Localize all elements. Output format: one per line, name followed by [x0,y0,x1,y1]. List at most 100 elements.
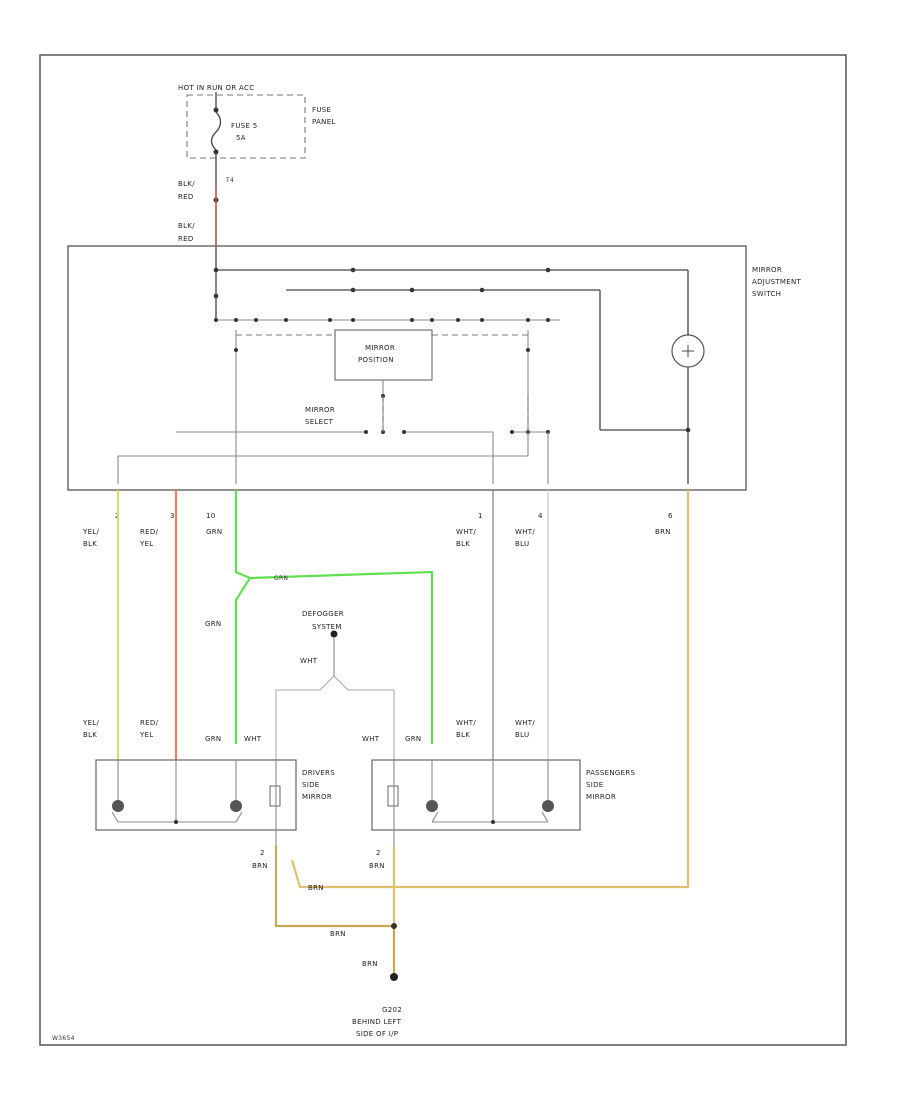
mirror-adjustment-switch: MIRROR ADJUSTMENT SWITCH [67,245,801,491]
supply-color-2a: BLK/ [178,222,195,230]
ground-splice-dot [391,923,397,929]
pm-box [371,759,581,831]
motor-icon [111,800,124,823]
pm-pin-wu2: BLU [515,731,529,739]
switch-label-2: ADJUSTMENT [752,278,801,286]
bus-dot-5 [350,287,356,293]
motor-icon [426,800,439,823]
mirror-position-box [334,329,433,381]
ground-location-1: BEHIND LEFT [352,1018,402,1026]
dm-gnd-wire: BRN [252,862,268,870]
motor-icon [541,800,554,823]
hot-in-run-label: HOT IN RUN OR ACC [178,84,254,92]
select-contact [402,430,406,434]
bus-dot-8 [685,427,691,433]
dm-pin-yel: YEL/ [82,719,99,727]
dm-pin-wht: WHT [244,735,262,743]
dm-pin-yel2: BLK [83,731,97,739]
pin-color: WHT/ [515,528,535,536]
defogger-label-2: SYSTEM [312,623,342,631]
pin-num: 4 [538,512,543,520]
dm-box [95,759,297,831]
brn-ground-wire [274,846,396,975]
contact [328,318,332,322]
pin-color: BRN [655,528,671,536]
contact [214,318,218,322]
fuse-rating: 5A [236,134,246,142]
mirror-select-label-1: MIRROR [305,406,335,414]
dm-label-1: DRIVERS [302,769,335,777]
contact [526,318,530,322]
supply-color-1a: BLK/ [178,180,195,188]
pm-label-2: SIDE [586,781,604,789]
fuse-name: FUSE 5 [231,122,258,130]
pin-color: GRN [206,528,222,536]
switch-label-3: SWITCH [752,290,781,298]
supply-wire: BLK/ RED BLK/ RED [178,180,219,248]
defogger-connector-dot [330,630,338,638]
bus-dot-3 [350,267,356,273]
mirror-select-label-2: SELECT [305,418,334,426]
out-dot-528 [526,348,530,352]
ground-circuit: BRN BRN BRN G202 BEHIND LEFT SIDE OF I/P [274,846,402,1038]
fuse-panel-label-1: FUSE [312,106,331,114]
mirror-position-label-2: POSITION [358,356,394,364]
contact [234,318,238,322]
drivers-side-mirror: YEL/ BLK RED/ YEL GRN WHT DRIVERS SIDE M… [82,719,335,870]
select-contact [364,430,368,434]
contact [456,318,460,322]
dm-label-3: MIRROR [302,793,332,801]
figure-id: W3654 [52,1035,75,1042]
dm-pin-grn: GRN [205,735,221,743]
brn-label-3: BRN [362,960,378,968]
diagram-frame [39,54,847,1046]
bus-dot-2 [213,293,219,299]
fuse-panel-box [186,94,306,159]
contact [410,318,414,322]
pm-dot [491,820,495,824]
heater-element-icon [387,785,399,807]
contact [430,318,434,322]
bus-dot-4 [545,267,551,273]
contact [546,318,550,322]
pin-num: 10 [206,512,216,520]
dm-dot [174,820,178,824]
dm-pin-red2: YEL [139,731,154,739]
pm-gnd-wire: BRN [369,862,385,870]
motor-icon [230,800,243,823]
indicator-lamp-icon [671,334,705,368]
out-dot-236 [234,348,238,352]
pin-color: WHT/ [456,528,476,536]
ground-location-2: SIDE OF I/P [356,1030,398,1038]
pin-color: RED/ [140,528,159,536]
wire-brn-lamp [290,490,690,889]
pm-pin-wht: WHT [362,735,380,743]
pm-gnd-pin: 2 [376,849,381,857]
pin-color: BLK [83,540,97,548]
heater-element-icon [269,785,281,807]
defogger-label-1: DEFOGGER [302,610,344,618]
defogger-system: DEFOGGER SYSTEM WHT [275,610,395,760]
bus-dot-7 [479,287,485,293]
harness-wires: GRN GRN [116,490,690,889]
passengers-side-mirror: WHT GRN WHT/ BLK WHT/ BLU PASSENGERS SID… [362,719,635,926]
fuse-panel: HOT IN RUN OR ACC FUSE 5 5A FUSE PANEL T… [178,84,335,188]
fuse-dot-top [213,107,219,113]
supply-color-2b: RED [178,235,194,243]
pin-num: 6 [668,512,673,520]
supply-color-1b: RED [178,193,194,201]
switch-label-1: MIRROR [752,266,782,274]
pm-pin-grn: GRN [405,735,421,743]
contact [254,318,258,322]
ground-name: G202 [382,1006,402,1014]
contact [351,318,355,322]
wire-grn [234,490,434,744]
defogger-wire-label: WHT [300,657,318,665]
brn-label-2: BRN [330,930,346,938]
bus-dot-6 [409,287,415,293]
dm-gnd-pin: 2 [260,849,265,857]
pin-color: BLU [515,540,529,548]
contact [480,318,484,322]
pm-label-3: MIRROR [586,793,616,801]
